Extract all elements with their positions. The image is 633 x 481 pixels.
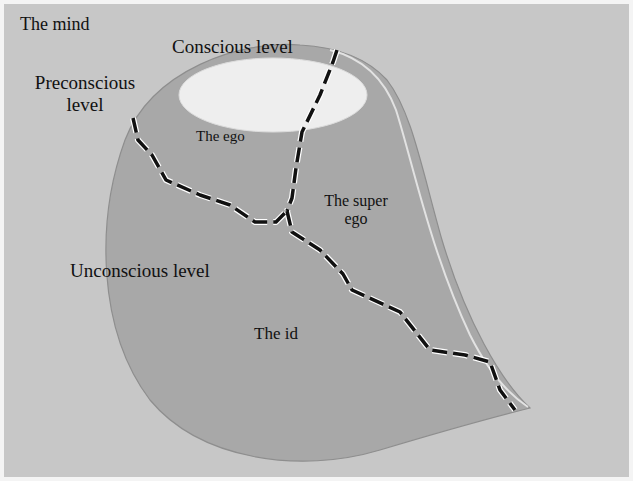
text-slot: Unconscious level (70, 260, 210, 282)
part-label: The ego (196, 128, 245, 145)
level-label: Unconscious level (70, 260, 210, 282)
diagram-title: The mind (20, 14, 90, 35)
preconscious-divider (133, 118, 287, 222)
text-slot: The mind (20, 14, 90, 35)
text-slot: The id (254, 324, 298, 344)
conscious-divider (287, 50, 337, 211)
conscious-divider (287, 50, 337, 211)
level-label: Preconscious level (26, 72, 144, 116)
preconscious-divider (133, 118, 287, 222)
divider-dash (133, 50, 515, 410)
superego-divider (287, 211, 515, 410)
level-label: Conscious level (172, 36, 293, 58)
part-label: The id (254, 324, 298, 344)
text-slot: Preconscious level (26, 72, 144, 116)
text-slot: The ego (196, 128, 245, 145)
ellipse-body (179, 58, 367, 132)
text-slot: The super ego (318, 192, 394, 229)
conscious-ellipse-outline (178, 57, 368, 133)
part-label: The super ego (318, 192, 394, 229)
drop-body (106, 44, 530, 461)
superego-divider (287, 211, 515, 410)
divider-halo (133, 50, 515, 410)
conscious-ellipse: Conscious level (178, 57, 368, 133)
mind-drop: The egoThe super egoUnconscious levelThe… (95, 40, 535, 475)
text-slot: Conscious level (172, 36, 293, 58)
